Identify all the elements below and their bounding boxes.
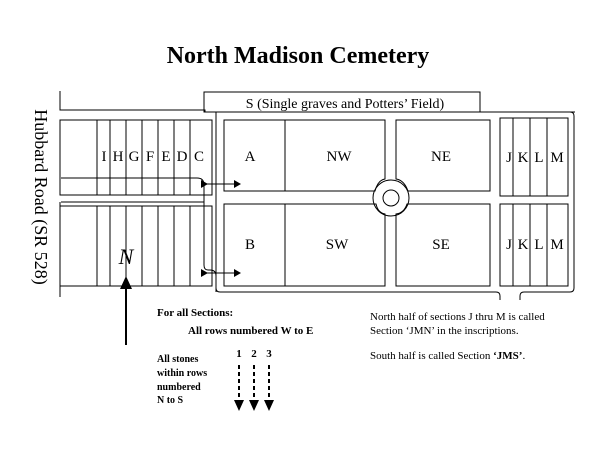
section-l-north-label: L <box>534 150 543 166</box>
jmn-note-line-1: North half of sections J thru M is calle… <box>370 311 545 323</box>
section-sw-label: SW <box>326 237 349 253</box>
east-north-block <box>499 117 569 197</box>
stones-rule-line-3: numbered <box>157 382 201 393</box>
section-se-label: SE <box>432 237 450 253</box>
jms-note-prefix: South half is called Section <box>370 350 493 362</box>
map-title: North Madison Cemetery <box>167 43 430 69</box>
section-l-south-label: L <box>534 237 543 253</box>
east-south-block <box>499 203 569 287</box>
rows-rule: All rows numbered W to E <box>188 325 313 337</box>
east-strips-north <box>512 118 548 196</box>
north-arrow-head <box>120 276 132 289</box>
section-f-label: F <box>146 149 154 165</box>
section-s <box>203 91 481 113</box>
stones-rule-line-1: All stones <box>157 354 199 365</box>
section-ne-label: NE <box>431 149 451 165</box>
road-label: Hubbard Road (SR 528) <box>30 109 51 284</box>
section-j-north-label: J <box>506 150 512 166</box>
jmn-note-line-2: Section ‘JMN’ in the inscriptions. <box>370 325 519 337</box>
west-strips-north <box>96 120 191 195</box>
row-number-1: 1 <box>236 348 242 360</box>
section-a-label: A <box>245 149 256 165</box>
section-s-label: S (Single graves and Potters’ Field) <box>246 97 445 112</box>
jms-note-suffix: . <box>522 350 525 362</box>
stones-rule-line-2: within rows <box>157 368 207 379</box>
section-j-south-label: J <box>506 237 512 253</box>
section-h-label: H <box>113 149 124 165</box>
circle-drive-outer <box>372 179 410 217</box>
notes-heading: For all Sections: <box>157 307 233 319</box>
row-number-3: 3 <box>266 348 272 360</box>
row-number-2: 2 <box>251 348 257 360</box>
section-b-label: B <box>245 237 255 253</box>
circle-drive-center <box>382 189 400 207</box>
west-north-block <box>59 119 213 196</box>
west-strips-south <box>96 206 191 286</box>
stone-order-arrows <box>234 365 274 411</box>
section-m-north-label: M <box>550 150 563 166</box>
section-i-label: I <box>102 149 107 165</box>
jms-note-code: ‘JMS’ <box>493 350 522 362</box>
section-e-label: E <box>161 149 170 165</box>
section-nw-label: NW <box>327 149 353 165</box>
section-k-south-label: K <box>518 237 529 253</box>
section-m-south-label: M <box>550 237 563 253</box>
stones-rule-line-4: N to S <box>157 395 184 406</box>
section-a-nw-block <box>223 119 386 192</box>
section-g-label: G <box>129 149 140 165</box>
west-south-block <box>59 205 213 287</box>
jms-note: South half is called Section ‘JMS’. <box>370 350 525 362</box>
section-ne-block <box>395 119 491 192</box>
section-c-label: C <box>194 149 204 165</box>
section-se-block <box>395 203 491 287</box>
section-k-north-label: K <box>518 150 529 166</box>
east-strips-south <box>512 204 548 286</box>
north-symbol: N <box>118 244 135 269</box>
section-d-label: D <box>177 149 188 165</box>
